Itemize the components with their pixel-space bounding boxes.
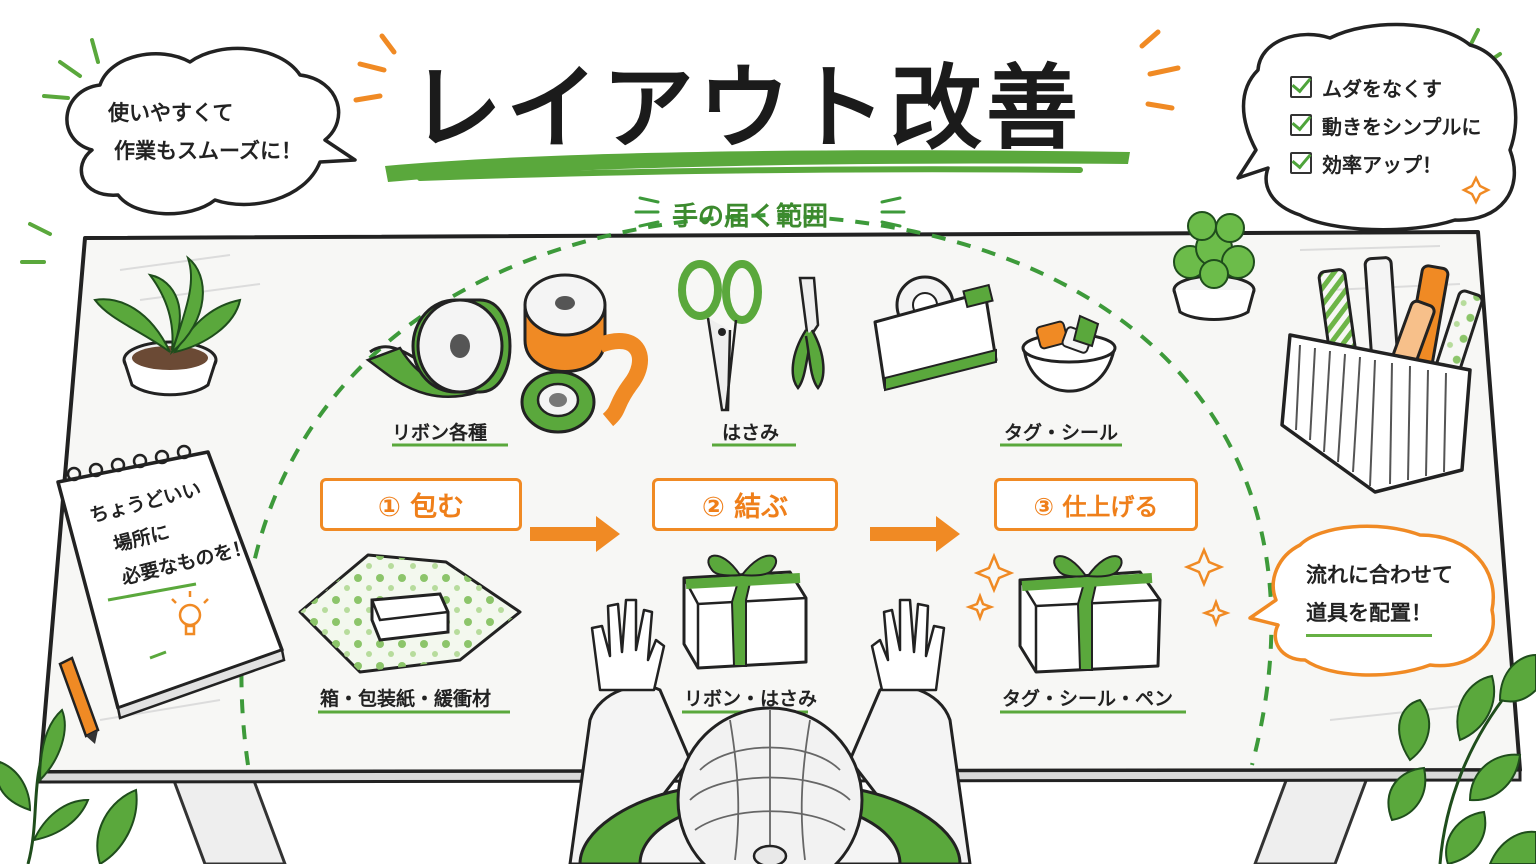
reach-label: 手の届く範囲 bbox=[672, 202, 829, 232]
gift-box-finished bbox=[1018, 555, 1162, 674]
flow-bubble-line-1: 流れに合わせて bbox=[1306, 563, 1453, 587]
tool-label-tags: タグ・シール bbox=[1004, 422, 1119, 444]
flow-bubble-text: 流れに合わせて 道具を配置！ bbox=[1306, 556, 1453, 637]
notepad-spiral bbox=[66, 444, 192, 482]
checklist-label: ムダをなくす bbox=[1322, 76, 1442, 101]
checkbox-checked-icon bbox=[1290, 114, 1312, 136]
step-2-box: ② 結ぶ bbox=[652, 478, 838, 531]
checklist: ムダをなくす 動きをシンプルに 効率アップ！ bbox=[1290, 68, 1481, 182]
flow-bubble-line-2: 道具を配置！ bbox=[1306, 594, 1432, 637]
thread-snips-icon bbox=[791, 276, 825, 391]
ribbon-spools bbox=[365, 273, 648, 434]
worker-figure bbox=[568, 598, 972, 864]
notepad bbox=[56, 444, 286, 720]
left-bubble-text: 使いやすくて 作業もスムーズに！ bbox=[108, 94, 302, 170]
tape-dispenser-icon bbox=[873, 275, 998, 392]
wrapping-paper-basket bbox=[1280, 256, 1484, 494]
step-1-items: 箱・包装紙・緩衝材 bbox=[320, 688, 492, 710]
checkbox-checked-icon bbox=[1290, 76, 1312, 98]
step-3-items: タグ・シール・ペン bbox=[1002, 688, 1174, 710]
checklist-item: 動きをシンプルに bbox=[1290, 106, 1481, 144]
step-1-box: ① 包む bbox=[320, 478, 522, 531]
left-bubble-line-2: 作業もスムーズに！ bbox=[114, 139, 302, 163]
sparkle-icons bbox=[965, 546, 1231, 628]
title-underline-brush bbox=[385, 150, 1130, 182]
checklist-item: 効率アップ！ bbox=[1290, 144, 1481, 182]
tool-label-scissors: はさみ bbox=[722, 422, 780, 444]
lightbulb-icon bbox=[171, 591, 209, 636]
gift-box-ribbon bbox=[682, 554, 808, 670]
orange-pen bbox=[58, 656, 100, 744]
tool-label-ribbons: リボン各種 bbox=[392, 422, 488, 444]
flow-speech-bubble bbox=[1248, 524, 1496, 677]
checklist-label: 動きをシンプルに bbox=[1322, 114, 1482, 139]
tag-bowl-icon bbox=[1021, 314, 1117, 393]
corner-leaves-right bbox=[1387, 653, 1536, 864]
potted-plant-left bbox=[93, 255, 242, 397]
scissors-icon bbox=[678, 260, 762, 412]
left-bubble-line-1: 使いやすくて bbox=[108, 101, 234, 125]
title-sparks bbox=[353, 29, 1181, 111]
reach-arc bbox=[239, 212, 1274, 766]
corner-leaves-left bbox=[0, 708, 138, 864]
wrapping-paper-with-box bbox=[298, 553, 522, 674]
page-title: レイアウト改善 bbox=[410, 55, 1083, 162]
checkbox-checked-icon bbox=[1290, 152, 1312, 174]
table-legs bbox=[167, 768, 1373, 864]
left-speech-bubble bbox=[65, 46, 357, 216]
checklist-label: 効率アップ！ bbox=[1322, 152, 1442, 177]
checklist-item: ムダをなくす bbox=[1290, 68, 1481, 106]
potted-plant-right bbox=[1172, 211, 1256, 321]
step-3-box: ③ 仕上げる bbox=[994, 478, 1198, 531]
flow-arrows bbox=[530, 516, 960, 552]
step-2-items: リボン・はさみ bbox=[684, 688, 818, 710]
reach-label-sparks bbox=[634, 196, 906, 228]
